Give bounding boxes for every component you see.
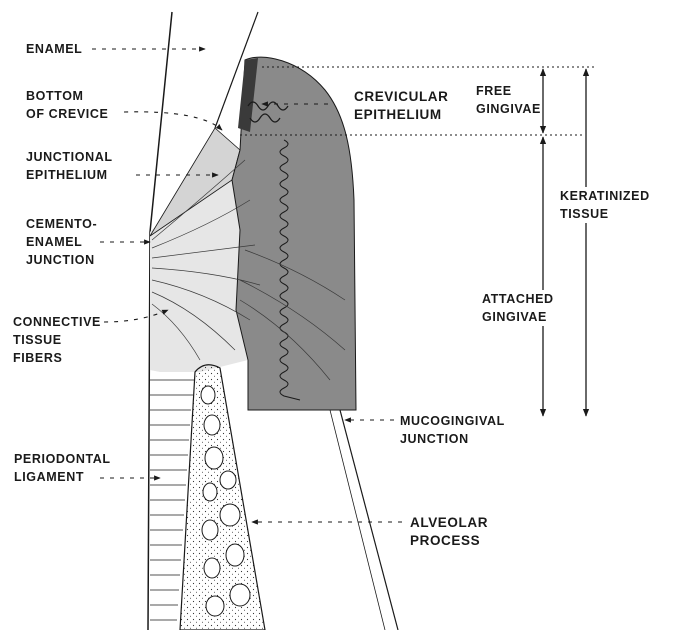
label-enamel: ENAMEL	[26, 40, 82, 58]
crevice-leader	[124, 112, 222, 130]
label-attached-gingivae: ATTACHED GINGIVAE	[482, 290, 554, 326]
label-alveolar-process: ALVEOLAR PROCESS	[410, 514, 488, 550]
label-connective-tissue-fibers: CONNECTIVE TISSUE FIBERS	[13, 313, 101, 367]
label-cementoenamel-junction: CEMENTO- ENAMEL JUNCTION	[26, 215, 97, 269]
label-periodontal-ligament: PERIODONTAL LIGAMENT	[14, 450, 111, 486]
label-free-gingivae: FREE GINGIVAE	[476, 82, 541, 118]
label-bottom-of-crevice: BOTTOM OF CREVICE	[26, 87, 108, 123]
label-keratinized-tissue: KERATINIZED TISSUE	[560, 187, 650, 223]
label-mucogingival-junction: MUCOGINGIVAL JUNCTION	[400, 412, 505, 448]
label-junctional-epithelium: JUNCTIONAL EPITHELIUM	[26, 148, 113, 184]
mucosa-outer-line	[340, 410, 398, 630]
mucosa-inner-line	[330, 410, 385, 630]
label-crevicular-epithelium: CREVICULAR EPITHELIUM	[354, 88, 449, 124]
